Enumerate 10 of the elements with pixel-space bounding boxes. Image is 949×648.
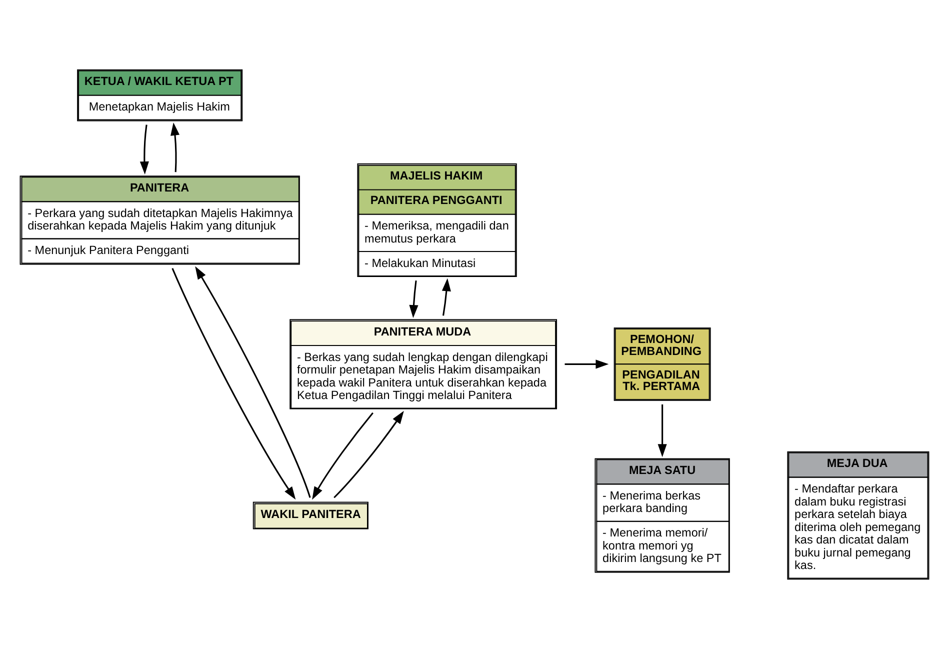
arrow [195,266,311,498]
arrow [170,122,180,172]
arrow [658,404,667,457]
arrow [334,410,404,498]
arrow [564,359,609,368]
arrow [140,124,149,174]
arrow [442,278,451,316]
arrow [409,280,418,318]
arrow [312,412,374,500]
arrow [172,267,296,500]
